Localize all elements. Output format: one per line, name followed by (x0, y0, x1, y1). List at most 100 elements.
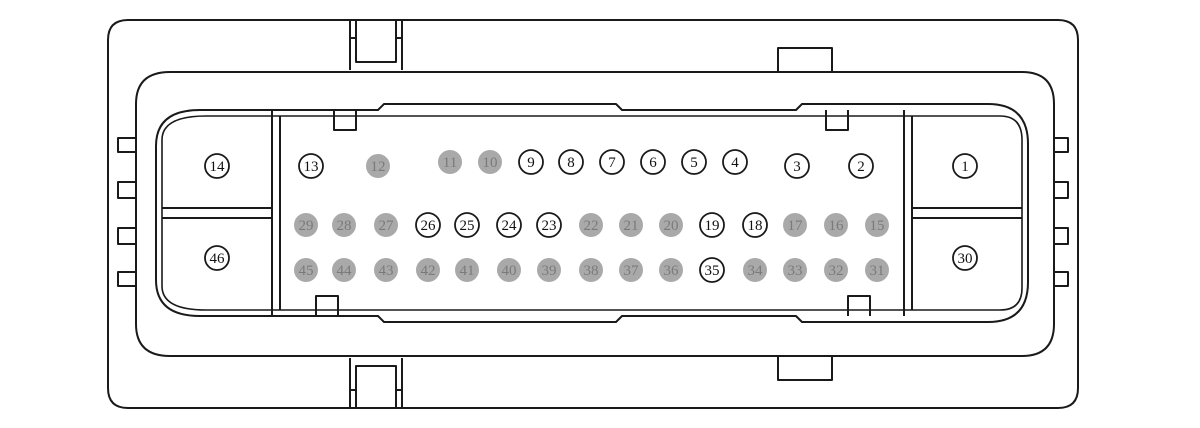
pin-circle (599, 149, 625, 175)
pin-26: 26 (415, 212, 441, 238)
pin-22: 22 (579, 213, 603, 237)
pin-circle (783, 258, 807, 282)
pin-circle (865, 258, 889, 282)
inner-frame (117, 71, 1069, 357)
outer-housing (107, 19, 1079, 409)
pin-label: 26 (421, 218, 437, 234)
pin-circle (558, 149, 584, 175)
pin-32: 32 (824, 258, 848, 282)
pin-circle (332, 213, 356, 237)
pin-label: 46 (210, 251, 226, 267)
pin-circle (952, 153, 978, 179)
pin-16: 16 (824, 213, 848, 237)
pin-circle (699, 257, 725, 283)
pin-label: 19 (705, 218, 720, 234)
pin-circle (496, 212, 522, 238)
pin-35: 35 (699, 257, 725, 283)
pin-label: 45 (299, 263, 314, 279)
pin-circle (438, 150, 462, 174)
pin-15: 15 (865, 213, 889, 237)
pin-label: 13 (304, 159, 319, 175)
pin-circle (824, 258, 848, 282)
pin-3: 3 (784, 153, 810, 179)
pin-label: 14 (210, 159, 226, 175)
pin-label: 40 (502, 263, 517, 279)
pin-circle (204, 153, 230, 179)
pin-label: 38 (584, 263, 599, 279)
pin-circle (619, 213, 643, 237)
pin-circle (298, 153, 324, 179)
pin-label: 34 (748, 263, 764, 279)
pin-label: 16 (829, 218, 845, 234)
pin-28: 28 (332, 213, 356, 237)
pin-label: 27 (379, 218, 395, 234)
pin-39: 39 (537, 258, 561, 282)
pin-label: 12 (371, 159, 386, 175)
pin-38: 38 (579, 258, 603, 282)
pin-circle (659, 213, 683, 237)
pin-circle (579, 213, 603, 237)
pin-circle (415, 212, 441, 238)
pin-circle (204, 245, 230, 271)
pin-label: 37 (624, 263, 640, 279)
pin-1: 1 (952, 153, 978, 179)
pin-46: 46 (204, 245, 230, 271)
pin-label: 9 (527, 155, 535, 171)
pin-31: 31 (865, 258, 889, 282)
pin-13: 13 (298, 153, 324, 179)
pin-label: 3 (793, 159, 801, 175)
pin-circle (455, 258, 479, 282)
pin-label: 5 (690, 155, 698, 171)
pin-circle (374, 258, 398, 282)
pin-label: 22 (584, 218, 599, 234)
pin-7: 7 (599, 149, 625, 175)
pin-17: 17 (783, 213, 807, 237)
pin-label: 42 (421, 263, 436, 279)
pin-circle (518, 149, 544, 175)
pin-label: 23 (542, 218, 557, 234)
pin-label: 24 (502, 218, 518, 234)
pin-36: 36 (659, 258, 683, 282)
pin-circle (952, 245, 978, 271)
pin-label: 41 (460, 263, 475, 279)
pin-circle (619, 258, 643, 282)
pin-14: 14 (204, 153, 230, 179)
pin-9: 9 (518, 149, 544, 175)
pin-label: 15 (870, 218, 885, 234)
pin-40: 40 (497, 258, 521, 282)
pin-label: 28 (337, 218, 352, 234)
pin-label: 11 (443, 155, 457, 171)
pin-20: 20 (659, 213, 683, 237)
pin-circle (374, 213, 398, 237)
pin-4: 4 (722, 149, 748, 175)
pin-label: 2 (857, 159, 865, 175)
pin-circle (478, 150, 502, 174)
pin-circle (454, 212, 480, 238)
pin-circle (681, 149, 707, 175)
pin-label: 18 (748, 218, 763, 234)
pin-circle (699, 212, 725, 238)
pin-label: 31 (870, 263, 885, 279)
pin-23: 23 (536, 212, 562, 238)
pin-label: 29 (299, 218, 314, 234)
pin-45: 45 (294, 258, 318, 282)
pin-label: 4 (731, 155, 739, 171)
pin-label: 17 (788, 218, 804, 234)
pin-5: 5 (681, 149, 707, 175)
pin-label: 30 (958, 251, 973, 267)
pin-12: 12 (366, 154, 390, 178)
pin-21: 21 (619, 213, 643, 237)
pin-circle (579, 258, 603, 282)
pin-29: 29 (294, 213, 318, 237)
pin-41: 41 (455, 258, 479, 282)
pin-circle (743, 258, 767, 282)
pin-6: 6 (640, 149, 666, 175)
pin-18: 18 (742, 212, 768, 238)
pin-circle (416, 258, 440, 282)
pin-10: 10 (478, 150, 502, 174)
pin-label: 10 (483, 155, 498, 171)
pin-44: 44 (332, 258, 356, 282)
pin-34: 34 (743, 258, 767, 282)
